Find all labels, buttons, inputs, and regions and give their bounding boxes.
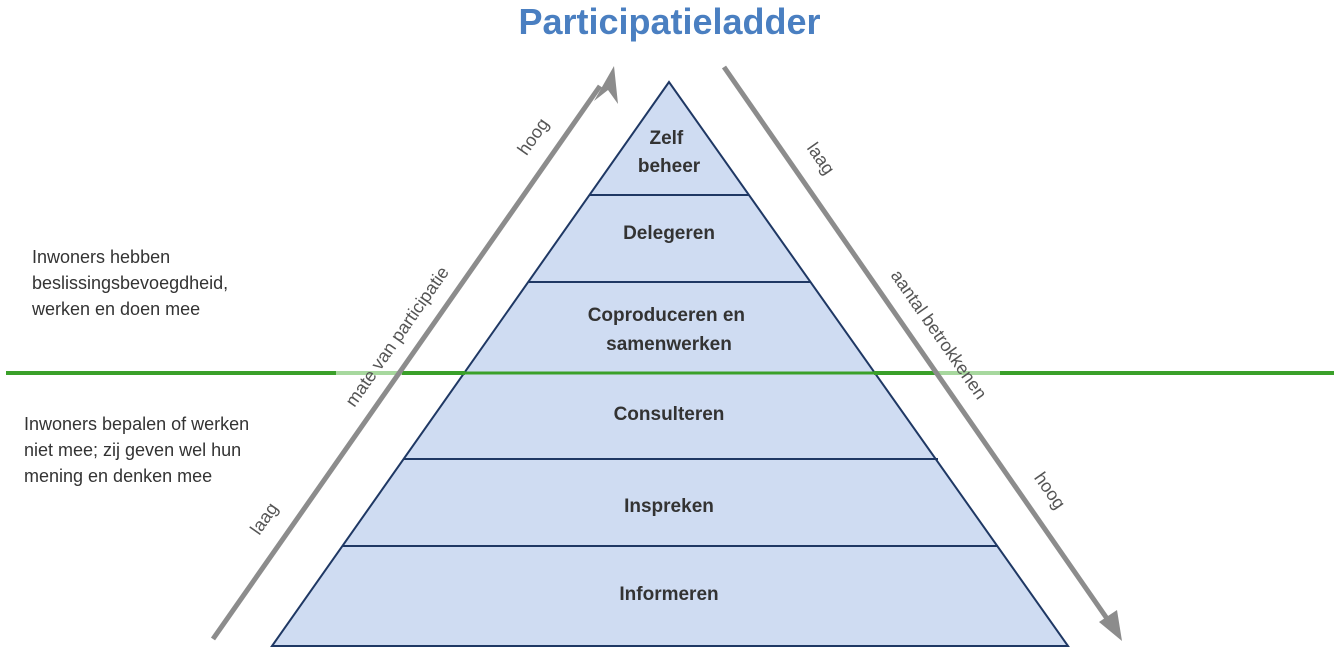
- level-label-line: Delegeren: [623, 223, 715, 244]
- level-label-line: Inspreken: [624, 496, 714, 517]
- level-label-coproduceren: Coproduceren en samenwerken: [588, 305, 751, 355]
- pyramid: [270, 80, 1070, 647]
- participation-arrow-middle-label: mate van participatie: [341, 263, 453, 411]
- participation-arrow-head: [594, 66, 618, 104]
- involvement-arrow-head: [1099, 610, 1122, 641]
- level-label-line: Coproduceren en: [588, 305, 745, 326]
- level-label-line: Zelf: [649, 128, 683, 149]
- diagram-title: Participatieladder: [518, 1, 821, 42]
- level-label-line: samenwerken: [606, 334, 732, 355]
- level-label-inspreken: Inspreken: [624, 496, 714, 517]
- level-label-informeren: Informeren: [619, 584, 718, 605]
- note-below-divider: Inwoners bepalen of werken niet mee; zij…: [24, 414, 250, 486]
- level-label-consulteren: Consulteren: [614, 404, 725, 425]
- level-label-delegeren: Delegeren: [623, 223, 715, 244]
- participation-arrow-start-label: laag: [246, 499, 282, 538]
- pyramid-outline: [270, 80, 1070, 647]
- participation-arrow-end-label: hoog: [513, 114, 552, 158]
- level-label-zelfbeheer: Zelf beheer: [638, 128, 701, 177]
- level-label-line: beheer: [638, 156, 701, 177]
- involvement-arrow-end-label: hoog: [1030, 468, 1069, 512]
- involvement-arrow-start-label: laag: [803, 139, 839, 178]
- involvement-arrow-shaft: [721, 65, 1111, 622]
- level-label-line: Consulteren: [614, 404, 725, 425]
- level-label-line: Informeren: [619, 584, 718, 605]
- note-above-divider: Inwoners hebben beslissingsbevoegdheid, …: [32, 247, 229, 319]
- participation-arrow-shaft: [210, 84, 603, 641]
- involvement-arrow-middle-label: aantal betrokkenen: [887, 266, 991, 403]
- level-labels: Zelf beheer Delegeren Coproduceren en sa…: [588, 128, 751, 605]
